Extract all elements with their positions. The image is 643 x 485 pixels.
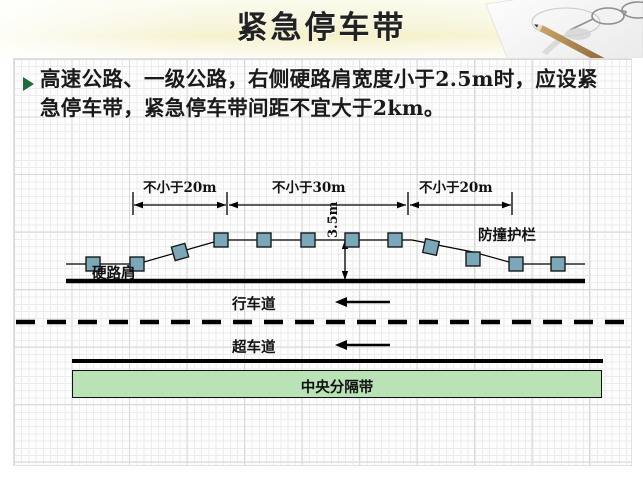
guardrail-post xyxy=(421,237,441,257)
bullet-item: 高速公路、一级公路，右侧硬路肩宽度小于2.5m时，应设紧急停车带，紧急停车带间距… xyxy=(23,65,623,165)
guardrail-post xyxy=(465,251,481,267)
guardrail-post xyxy=(387,232,403,248)
guardrail-post xyxy=(170,242,190,262)
crash-barrier-label: 防撞护栏 xyxy=(478,227,536,244)
dimension-arrow-right xyxy=(410,201,511,209)
dimension-label-parking-bay: 不小于30m xyxy=(272,180,346,196)
dimension-ticks xyxy=(132,192,513,215)
guardrail-post xyxy=(300,232,316,248)
guardrail-post xyxy=(85,256,101,272)
guardrail-post xyxy=(256,232,272,248)
overtaking-lane-arrow xyxy=(335,340,390,350)
guardrail-post xyxy=(129,256,145,272)
dimension-label-right-taper: 不小于20m xyxy=(419,180,493,196)
slide-header: 紧急停车带 xyxy=(0,0,643,58)
central-median-box xyxy=(72,370,602,398)
guardrail-posts xyxy=(85,232,566,272)
bullet-text: 高速公路、一级公路，右侧硬路肩宽度小于2.5m时，应设紧急停车带，紧急停车带间距… xyxy=(40,67,598,120)
central-median-label: 中央分隔带 xyxy=(300,379,374,396)
guardrail-post xyxy=(550,256,566,272)
paper-glasses-pencil-icon xyxy=(438,0,643,58)
dimension-arrow-left xyxy=(134,201,226,209)
overtaking-lane-label: 超车道 xyxy=(232,339,276,356)
dimension-arrow-middle xyxy=(229,201,406,209)
height-dimension-label: 3.5m xyxy=(326,201,341,238)
guardrail-post xyxy=(344,232,360,248)
dimension-label-left-taper: 不小于20m xyxy=(143,180,217,196)
driving-lane-arrow xyxy=(335,297,390,307)
page-title: 紧急停车带 xyxy=(236,10,407,46)
guardrail-post xyxy=(213,232,229,248)
hard-shoulder-label: 硬路肩 xyxy=(92,265,136,282)
triangle-bullet-icon xyxy=(23,77,34,91)
driving-lane-label: 行车道 xyxy=(232,296,276,313)
guardrail-post xyxy=(508,256,524,272)
